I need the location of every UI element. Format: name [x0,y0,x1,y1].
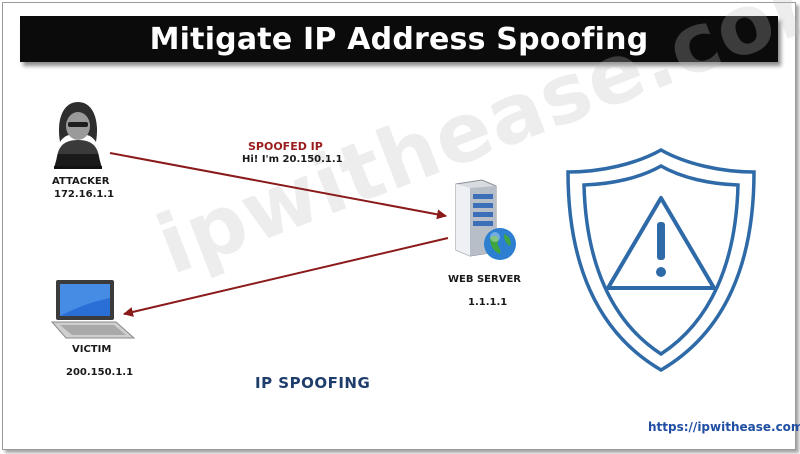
attacker-ip: 172.16.1.1 [54,189,115,200]
globe-icon [484,228,516,260]
page-title: Mitigate IP Address Spoofing [149,21,649,57]
attacker-label: ATTACKER [52,176,110,187]
victim-label: VICTIM [72,344,112,355]
spoofed-ip-message: Hi! I'm 20.150.1.1 [242,154,343,165]
victim-ip: 200.150.1.1 [66,367,134,378]
title-banner: Mitigate IP Address Spoofing [20,16,778,62]
source-url[interactable]: https://ipwithease.com [648,420,800,434]
ip-spoofing-caption: IP SPOOFING [255,374,371,392]
hacker-icon [54,102,102,169]
laptop-icon [50,280,136,339]
image-frame [2,2,796,450]
response-to-victim-arrow [123,237,449,317]
web-server-ip: 1.1.1.1 [468,297,508,308]
server-icon [455,179,497,257]
spoofed-request-arrow [109,152,447,220]
web-server-label: WEB SERVER [448,274,521,285]
shield-warning-icon [566,147,756,373]
spoofed-ip-heading: SPOOFED IP [248,140,323,153]
